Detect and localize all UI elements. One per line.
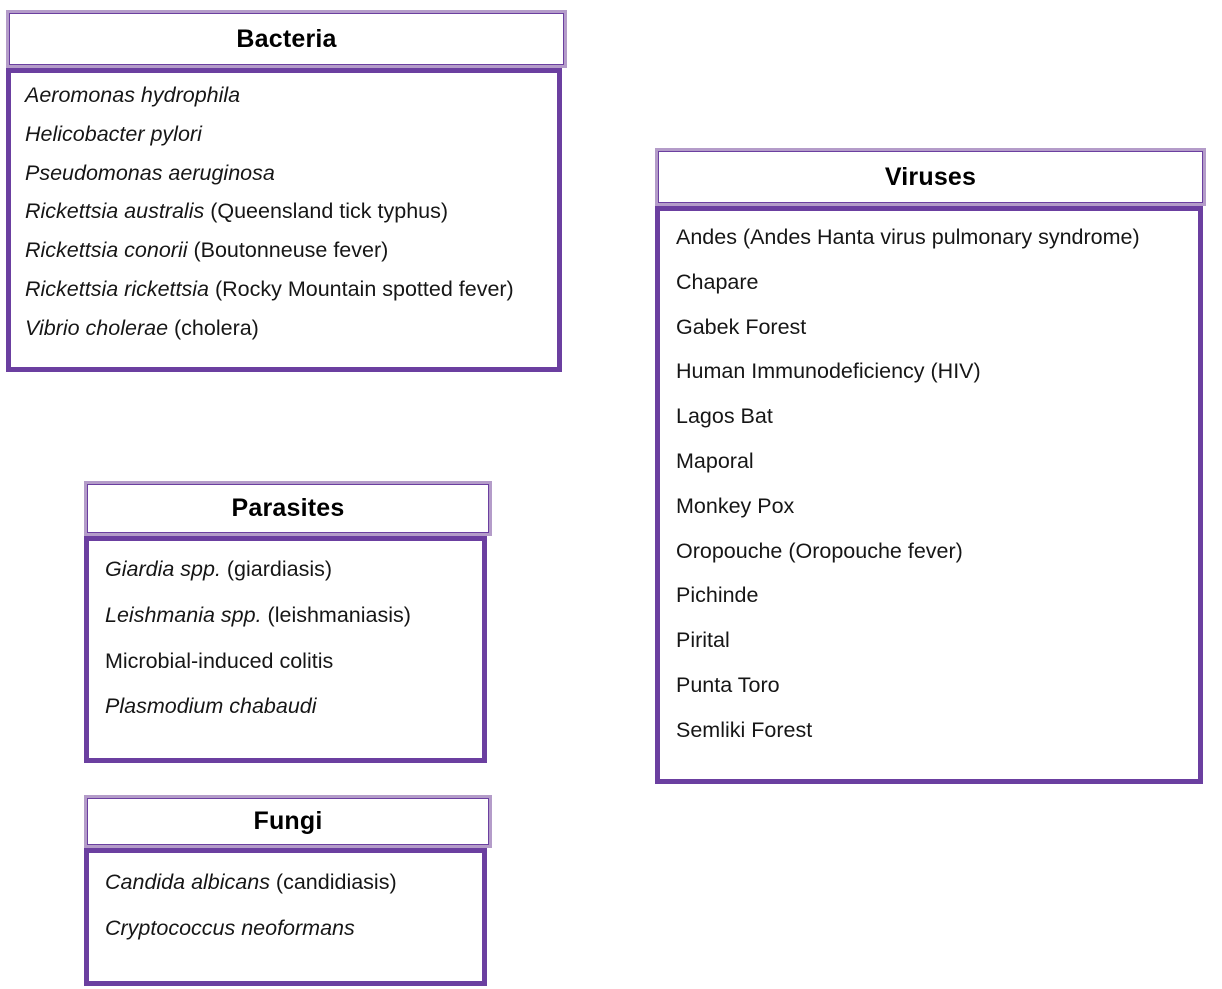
- scientific-name: Candida albicans: [105, 870, 270, 894]
- list-item: Andes (Andes Hanta virus pulmonary syndr…: [660, 225, 1198, 251]
- card-title-parasites: Parasites: [231, 494, 345, 522]
- card-header-fungi: Fungi: [84, 795, 492, 848]
- card-body-parasites: Giardia spp. (giardiasis) Leishmania spp.…: [84, 536, 487, 764]
- card-header-viruses: Viruses: [655, 148, 1206, 206]
- scientific-name: Vibrio cholerae: [25, 315, 169, 340]
- list-item: Aeromonas hydrophila: [11, 83, 557, 109]
- common-name: Lagos Bat: [676, 404, 773, 429]
- common-name: Gabek Forest: [676, 314, 807, 339]
- list-item: Lagos Bat: [660, 404, 1198, 430]
- scientific-name: Leishmania spp.: [105, 602, 262, 627]
- card-header-inner-parasites: Parasites: [87, 484, 489, 533]
- scientific-name: Aeromonas hydrophila: [25, 83, 241, 107]
- scientific-name: Cryptococcus neoformans: [105, 915, 355, 940]
- item-list-fungi: Candida albicans (candidiasis) Cryptococc…: [89, 870, 482, 942]
- list-item: Pirital: [660, 628, 1198, 654]
- card-header-bacteria: Bacteria: [6, 10, 567, 68]
- scientific-name: Rickettsia australis: [25, 199, 205, 224]
- card-title-bacteria: Bacteria: [236, 24, 337, 53]
- category-card-fungi: Fungi Candida albicans (candidiasis) Cryp…: [84, 795, 492, 986]
- list-item: Giardia spp. (giardiasis): [89, 557, 482, 583]
- card-header-inner-bacteria: Bacteria: [9, 13, 564, 65]
- common-name: (leishmaniasis): [261, 602, 411, 627]
- list-item: Monkey Pox: [660, 494, 1198, 520]
- common-name: Semliki Forest: [676, 717, 813, 742]
- scientific-name: Helicobacter pylori: [25, 121, 202, 146]
- list-item: Vibrio cholerae (cholera): [11, 316, 557, 342]
- common-name: Monkey Pox: [676, 493, 795, 518]
- common-name: (candidiasis): [269, 870, 397, 894]
- list-item: Human Immunodeficiency (HIV): [660, 359, 1198, 385]
- card-title-viruses: Viruses: [884, 162, 977, 191]
- scientific-name: Rickettsia rickettsia: [25, 276, 209, 301]
- list-item: Helicobacter pylori: [11, 122, 557, 148]
- card-header-inner-fungi: Fungi: [87, 798, 489, 845]
- card-title-fungi: Fungi: [253, 807, 323, 835]
- list-item: Pseudomonas aeruginosa: [11, 161, 557, 187]
- category-card-parasites: Parasites Giardia spp. (giardiasis) Leish…: [84, 481, 492, 764]
- common-name: Punta Toro: [676, 672, 780, 697]
- common-name: (Boutonneuse fever): [187, 238, 389, 263]
- scientific-name: Giardia spp.: [105, 557, 221, 581]
- card-body-fungi: Candida albicans (candidiasis) Cryptococc…: [84, 848, 487, 986]
- common-name: Andes (Andes Hanta virus pulmonary syndr…: [676, 225, 1140, 249]
- card-body-viruses: Andes (Andes Hanta virus pulmonary syndr…: [655, 206, 1203, 784]
- list-item: Cryptococcus neoformans: [89, 916, 482, 942]
- list-item: Plasmodium chabaudi: [89, 694, 482, 720]
- item-list-parasites: Giardia spp. (giardiasis) Leishmania spp.…: [89, 557, 482, 720]
- scientific-name: Plasmodium chabaudi: [105, 694, 317, 719]
- list-item: Leishmania spp. (leishmaniasis): [89, 603, 482, 629]
- list-item: Semliki Forest: [660, 718, 1198, 744]
- common-name: Pirital: [676, 628, 730, 653]
- card-header-inner-viruses: Viruses: [658, 151, 1203, 203]
- list-item: Chapare: [660, 270, 1198, 296]
- common-name: (giardiasis): [220, 557, 333, 581]
- scientific-name: Rickettsia conorii: [25, 238, 188, 263]
- list-item: Maporal: [660, 449, 1198, 475]
- list-item: Rickettsia conorii (Boutonneuse fever): [11, 238, 557, 264]
- list-item: Rickettsia rickettsia (Rocky Mountain sp…: [11, 277, 557, 303]
- scientific-name: Pseudomonas aeruginosa: [25, 160, 275, 185]
- common-name: Maporal: [676, 448, 754, 473]
- common-name: Oropouche (Oropouche fever): [676, 538, 963, 563]
- list-item: Rickettsia australis (Queensland tick ty…: [11, 199, 557, 225]
- list-item: Microbial-induced colitis: [89, 649, 482, 675]
- common-name: Human Immunodeficiency (HIV): [676, 359, 981, 384]
- list-item: Punta Toro: [660, 673, 1198, 699]
- list-item: Gabek Forest: [660, 315, 1198, 341]
- common-name: Chapare: [676, 269, 759, 294]
- item-list-viruses: Andes (Andes Hanta virus pulmonary syndr…: [660, 225, 1198, 744]
- list-item: Pichinde: [660, 583, 1198, 609]
- card-header-parasites: Parasites: [84, 481, 492, 536]
- category-card-viruses: Viruses Andes (Andes Hanta virus pulmona…: [655, 148, 1206, 784]
- list-item: Candida albicans (candidiasis): [89, 870, 482, 896]
- common-name: (Rocky Mountain spotted fever): [209, 276, 514, 301]
- common-name: (cholera): [168, 315, 259, 340]
- common-name: Microbial-induced colitis: [105, 648, 334, 673]
- list-item: Oropouche (Oropouche fever): [660, 539, 1198, 565]
- common-name: (Queensland tick typhus): [204, 199, 449, 224]
- common-name: Pichinde: [676, 583, 759, 608]
